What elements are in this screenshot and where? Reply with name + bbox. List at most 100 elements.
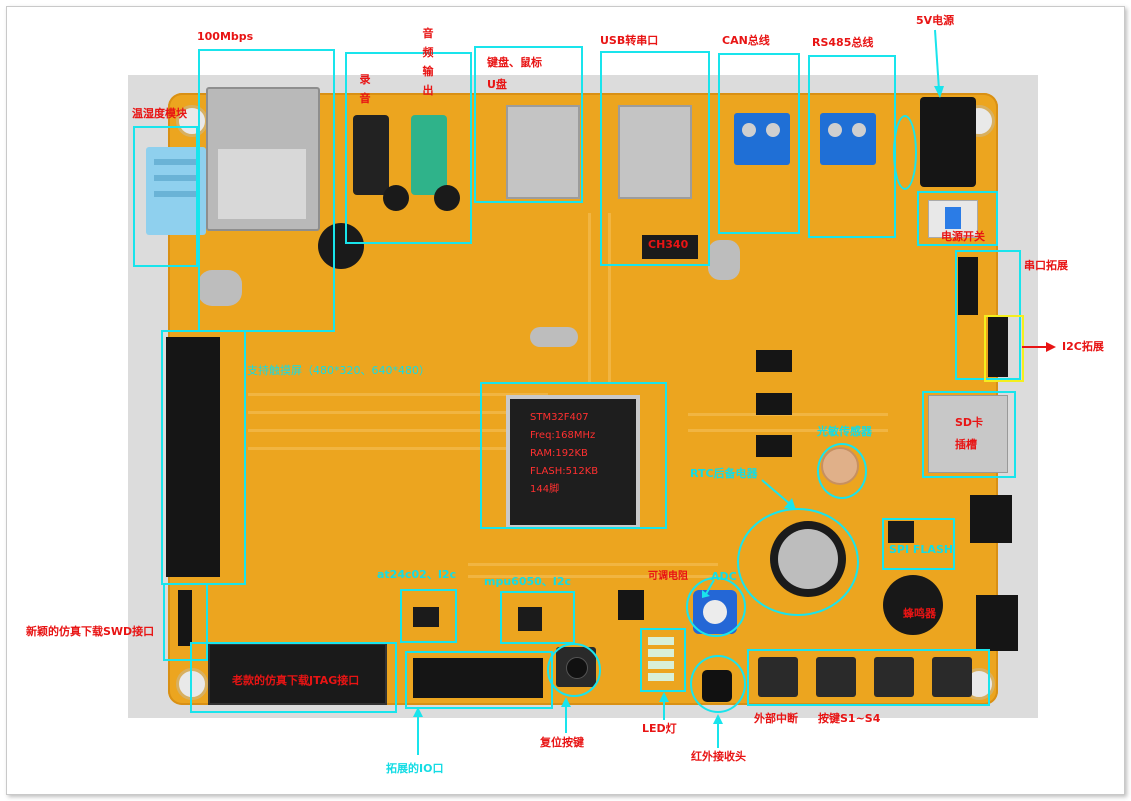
box-ext-io: [405, 651, 553, 709]
label-temp-humidity: 温湿度模块: [132, 107, 187, 120]
sd-card-slot: [928, 395, 1008, 473]
label-rtc-battery: RTC后备电器: [690, 467, 758, 480]
ethernet-jack: [206, 87, 320, 231]
dc-power-jack: [920, 97, 976, 187]
mpu6050-chip: [518, 607, 542, 631]
label-ir: 红外接收头: [691, 750, 746, 763]
label-serial-ext: 串口拓展: [1024, 259, 1068, 272]
key-button-s3: [874, 657, 914, 697]
arrow-reset: [561, 697, 571, 733]
jumper-block: [756, 435, 792, 457]
mcu-line-1: STM32F407: [530, 412, 589, 423]
capacitor: [434, 185, 460, 211]
box-mpu: [500, 591, 575, 644]
box-jtag: [190, 642, 397, 713]
buzzer: [883, 575, 943, 635]
capacitor: [383, 185, 409, 211]
label-100mbps: 100Mbps: [197, 30, 254, 43]
jtag-connector: [208, 643, 387, 705]
usb-host-port: [506, 105, 580, 199]
box-keys: [747, 649, 990, 706]
crystal: [708, 240, 740, 280]
arrow-i2c-ext: [1022, 342, 1056, 352]
spi-flash-header: [970, 495, 1012, 543]
box-usb-serial: [600, 51, 710, 266]
serial-header: [958, 257, 978, 315]
box-lcd: [161, 330, 246, 585]
label-usb-serial: USB转串口: [600, 34, 659, 47]
label-rs485: RS485总线: [812, 36, 874, 49]
ch340-chip: [642, 235, 698, 259]
circle-light-sensor: [817, 443, 867, 499]
label-reset: 复位按键: [540, 736, 584, 749]
lcd-header: [166, 337, 220, 577]
box-power-switch: [917, 191, 998, 246]
swd-header: [178, 590, 192, 646]
label-record: 录音: [359, 73, 371, 105]
label-sd-slot-1: SD卡: [955, 416, 984, 429]
label-audio-out: 音频输出: [422, 27, 434, 97]
record-jack: [353, 115, 389, 195]
circle-dc-jack: [893, 115, 917, 190]
label-jtag: 老款的仿真下载JTAG接口: [232, 674, 360, 687]
label-udisk: U盘: [487, 78, 507, 91]
circle-rtc-battery: [737, 508, 859, 616]
mcu-line-5: 144脚: [530, 484, 560, 495]
can-terminal: [734, 113, 790, 165]
eeprom-chip: [413, 607, 439, 627]
crystal: [530, 327, 578, 347]
label-light-sensor: 光敏传感器: [817, 425, 872, 438]
led-array: [648, 637, 674, 683]
circle-reset: [547, 643, 601, 697]
io-header: [413, 658, 543, 698]
label-adc: ADC: [711, 570, 737, 583]
label-i2c-ext: I2C拓展: [1062, 340, 1104, 353]
box-rs485: [808, 55, 896, 238]
microphone: [318, 223, 364, 269]
label-lcd: 支持触摸屏（480*320、640*480）: [247, 364, 430, 377]
label-sd-slot-2: 插槽: [955, 438, 977, 451]
label-5v-power: 5V电源: [916, 14, 955, 27]
circle-potentiometer: [686, 577, 746, 637]
box-usb-host: [474, 46, 583, 203]
box-i2c-ext: [984, 315, 1024, 382]
mcu-line-2: Freq:168MHz: [530, 430, 596, 441]
box-swd: [163, 583, 208, 661]
arrow-5v-power: [934, 29, 944, 98]
spi-flash-chip: [888, 521, 914, 543]
key-button-s2: [816, 657, 856, 697]
label-swd: 新颖的仿真下载SWD接口: [26, 625, 155, 638]
mcu-line-4: FLASH:512KB: [530, 466, 599, 477]
mcu-line-3: RAM:192KB: [530, 448, 588, 459]
label-keyboard-mouse: 键盘、鼠标: [487, 56, 542, 69]
arrow-potentiometer: [702, 580, 715, 598]
label-buzzer: 蜂鸣器: [903, 607, 936, 620]
box-eeprom: [400, 589, 457, 643]
usb-serial-port: [618, 105, 692, 199]
arrow-rtc: [761, 479, 796, 510]
ch340-label: CH340: [648, 238, 689, 251]
box-mcu: [480, 382, 667, 529]
boot-jumper: [618, 590, 644, 620]
label-at24c02: at24c02、I2c: [377, 568, 457, 581]
extension-header: [976, 595, 1018, 651]
arrow-ir: [713, 714, 723, 748]
circle-ir: [690, 655, 746, 713]
audio-out-jack: [411, 115, 447, 195]
box-temp-humidity: [133, 126, 198, 267]
key-button-s1: [758, 657, 798, 697]
power-switch: [928, 200, 978, 238]
box-led: [640, 628, 686, 692]
rs485-terminal: [820, 113, 876, 165]
label-ext-io: 拓展的IO口: [386, 762, 444, 775]
label-keys: 按键S1~S4: [818, 712, 881, 725]
key-button-s4: [932, 657, 972, 697]
box-spi-flash: [882, 518, 955, 570]
crystal: [198, 270, 242, 306]
arrow-ext-io: [413, 707, 423, 755]
i2c-header: [988, 317, 1008, 377]
box-ethernet: [198, 49, 335, 332]
label-potentiometer: 可调电阻: [648, 571, 688, 582]
arrow-led: [659, 692, 669, 720]
